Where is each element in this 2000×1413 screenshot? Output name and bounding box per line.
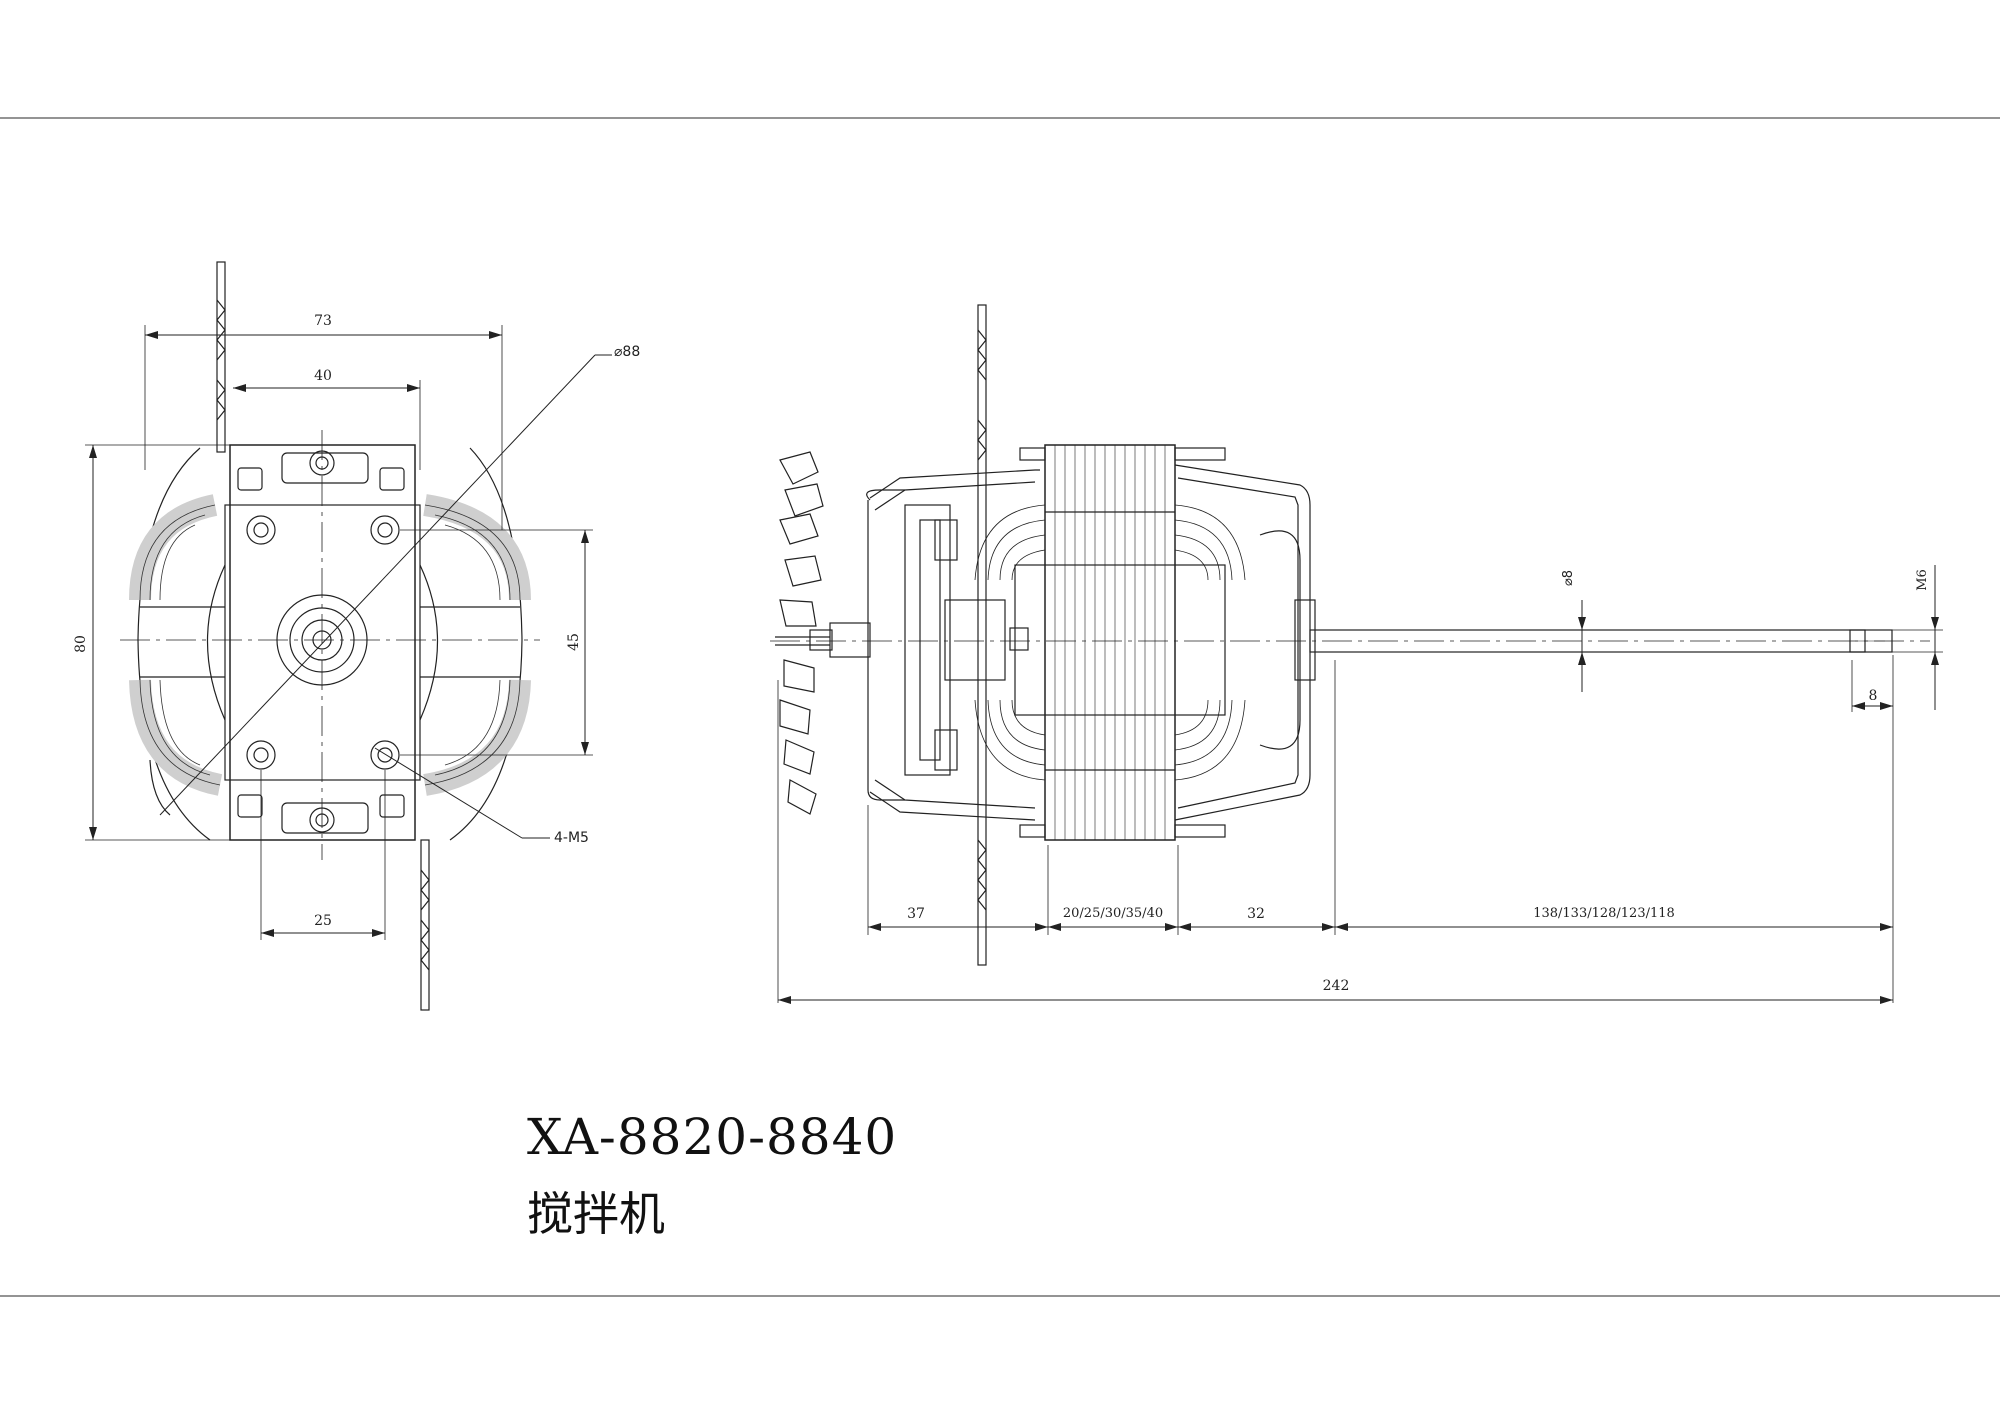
dim-text-m6: M6 <box>1915 569 1930 591</box>
right-coil-winding <box>423 494 531 796</box>
m5-hole <box>370 740 400 770</box>
dim-text-stack: 20/25/30/35/40 <box>1063 906 1163 921</box>
m5-hole <box>246 740 276 770</box>
brush-holder <box>934 729 958 771</box>
inner-arc-left <box>207 564 226 721</box>
lead-wire-side <box>977 304 987 966</box>
rotor-core <box>1014 564 1226 716</box>
model-code: XA-8820-8840 <box>527 1108 898 1166</box>
front-view <box>85 261 612 1011</box>
left-coil-winding <box>129 494 223 796</box>
front-arrowheads <box>89 331 589 937</box>
strap-bottom <box>869 791 1036 821</box>
m5-hole <box>370 515 400 545</box>
rear-bracket <box>1174 464 1311 821</box>
bolt <box>1019 824 1046 838</box>
housing-left-lower <box>149 759 171 816</box>
bottom-boss <box>281 802 369 834</box>
dim-text-73: 73 <box>314 313 332 329</box>
dim-text-242: 242 <box>1323 978 1350 994</box>
side-arrowheads <box>778 617 1939 1004</box>
end-shield <box>904 504 951 776</box>
rib-block <box>379 794 405 818</box>
diameter-leader <box>159 354 596 816</box>
brush-holder <box>934 519 958 561</box>
side-coil-winding <box>974 504 1246 781</box>
dim-text-8: 8 <box>1869 688 1878 704</box>
m5-leader <box>374 747 523 839</box>
dim-text-40: 40 <box>314 368 332 384</box>
front-bracket <box>866 489 905 501</box>
inner-arc-right <box>419 564 438 721</box>
strap-top <box>869 469 1040 499</box>
stator-frame <box>224 504 421 781</box>
dim-text-32: 32 <box>1247 906 1265 922</box>
rib-block <box>379 467 405 491</box>
commutator <box>944 599 1006 681</box>
rear-fan <box>1259 530 1301 750</box>
bolt <box>1019 447 1046 461</box>
dim-text-80: 80 <box>73 635 89 653</box>
stator-stack <box>1044 444 1176 841</box>
bracket-plate <box>229 444 416 841</box>
m5-hole <box>246 515 276 545</box>
bolt <box>1174 447 1226 461</box>
rib-block <box>237 794 263 818</box>
dim-text-37: 37 <box>907 906 925 922</box>
dim-text-shaft-diameter: ⌀8 <box>1561 570 1576 586</box>
dim-text-shaft-length: 138/133/128/123/118 <box>1533 906 1675 921</box>
dim-text-45: 45 <box>566 633 582 651</box>
side-view <box>770 304 1943 1003</box>
rib-block <box>237 467 263 491</box>
product-name: 搅拌机 <box>527 1187 665 1241</box>
top-boss <box>281 452 369 484</box>
dim-text-threads: 4-M5 <box>554 830 589 846</box>
lamination-lines <box>1054 445 1166 840</box>
bolt <box>1174 824 1226 838</box>
dim-text-diameter: ⌀88 <box>614 344 640 360</box>
fan-hub <box>829 622 871 658</box>
dim-text-25: 25 <box>314 913 332 929</box>
lead-wire-bottom <box>420 839 430 1011</box>
fan-blades <box>775 451 830 815</box>
housing-right-arc <box>449 447 523 841</box>
lead-wire-top <box>216 261 226 453</box>
